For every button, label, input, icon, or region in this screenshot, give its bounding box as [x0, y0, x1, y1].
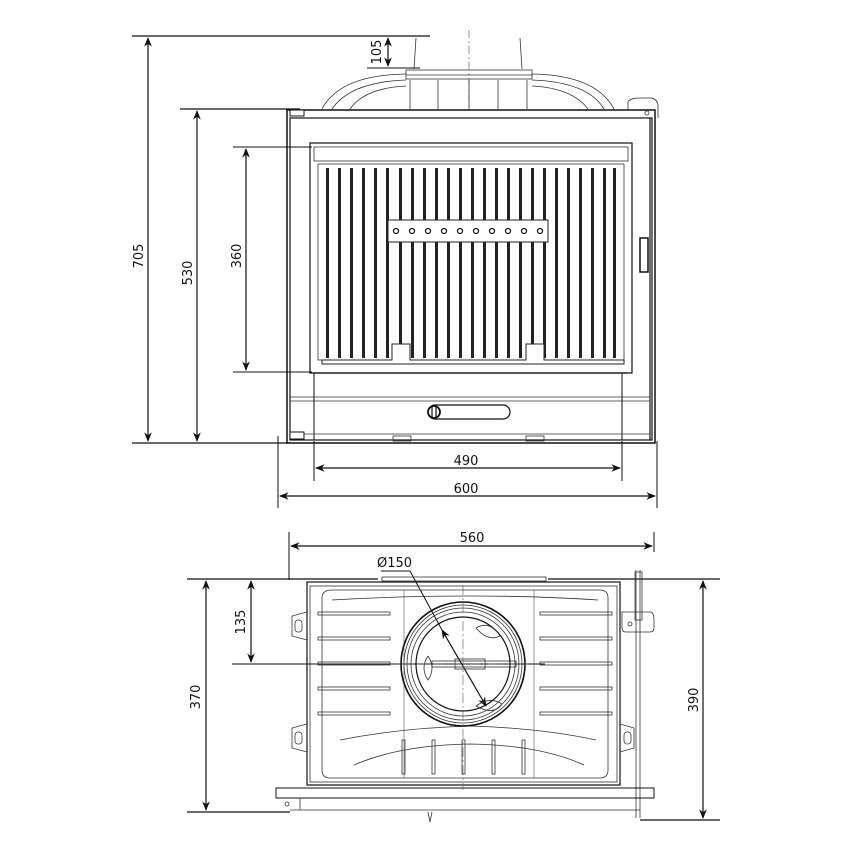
flue-diameter-line	[441, 629, 487, 707]
dim-105-label: 105	[370, 40, 385, 65]
flue-outlet	[398, 585, 528, 790]
air-vent-plate	[387, 219, 549, 243]
flue-diameter-label: Ø150	[377, 556, 412, 571]
top-view: 560 Ø150 370 135 390	[187, 531, 720, 823]
dim-600-label: 600	[454, 482, 479, 497]
dim-705-label: 705	[132, 244, 147, 269]
dim-370-label: 370	[189, 685, 204, 710]
door-handle	[639, 237, 649, 273]
dim-530-label: 530	[181, 261, 196, 286]
dim-360-label: 360	[230, 244, 245, 269]
top-dome	[321, 73, 615, 110]
dim-135-label: 135	[234, 610, 249, 635]
fireback-bars	[321, 168, 625, 365]
dim-390-label: 390	[687, 688, 702, 713]
dim-560-label: 560	[460, 531, 485, 546]
front-view: 705 530 360 105	[132, 30, 659, 508]
ash-drawer	[289, 372, 650, 442]
top-body	[275, 570, 655, 823]
dim-490-label: 490	[454, 454, 479, 469]
